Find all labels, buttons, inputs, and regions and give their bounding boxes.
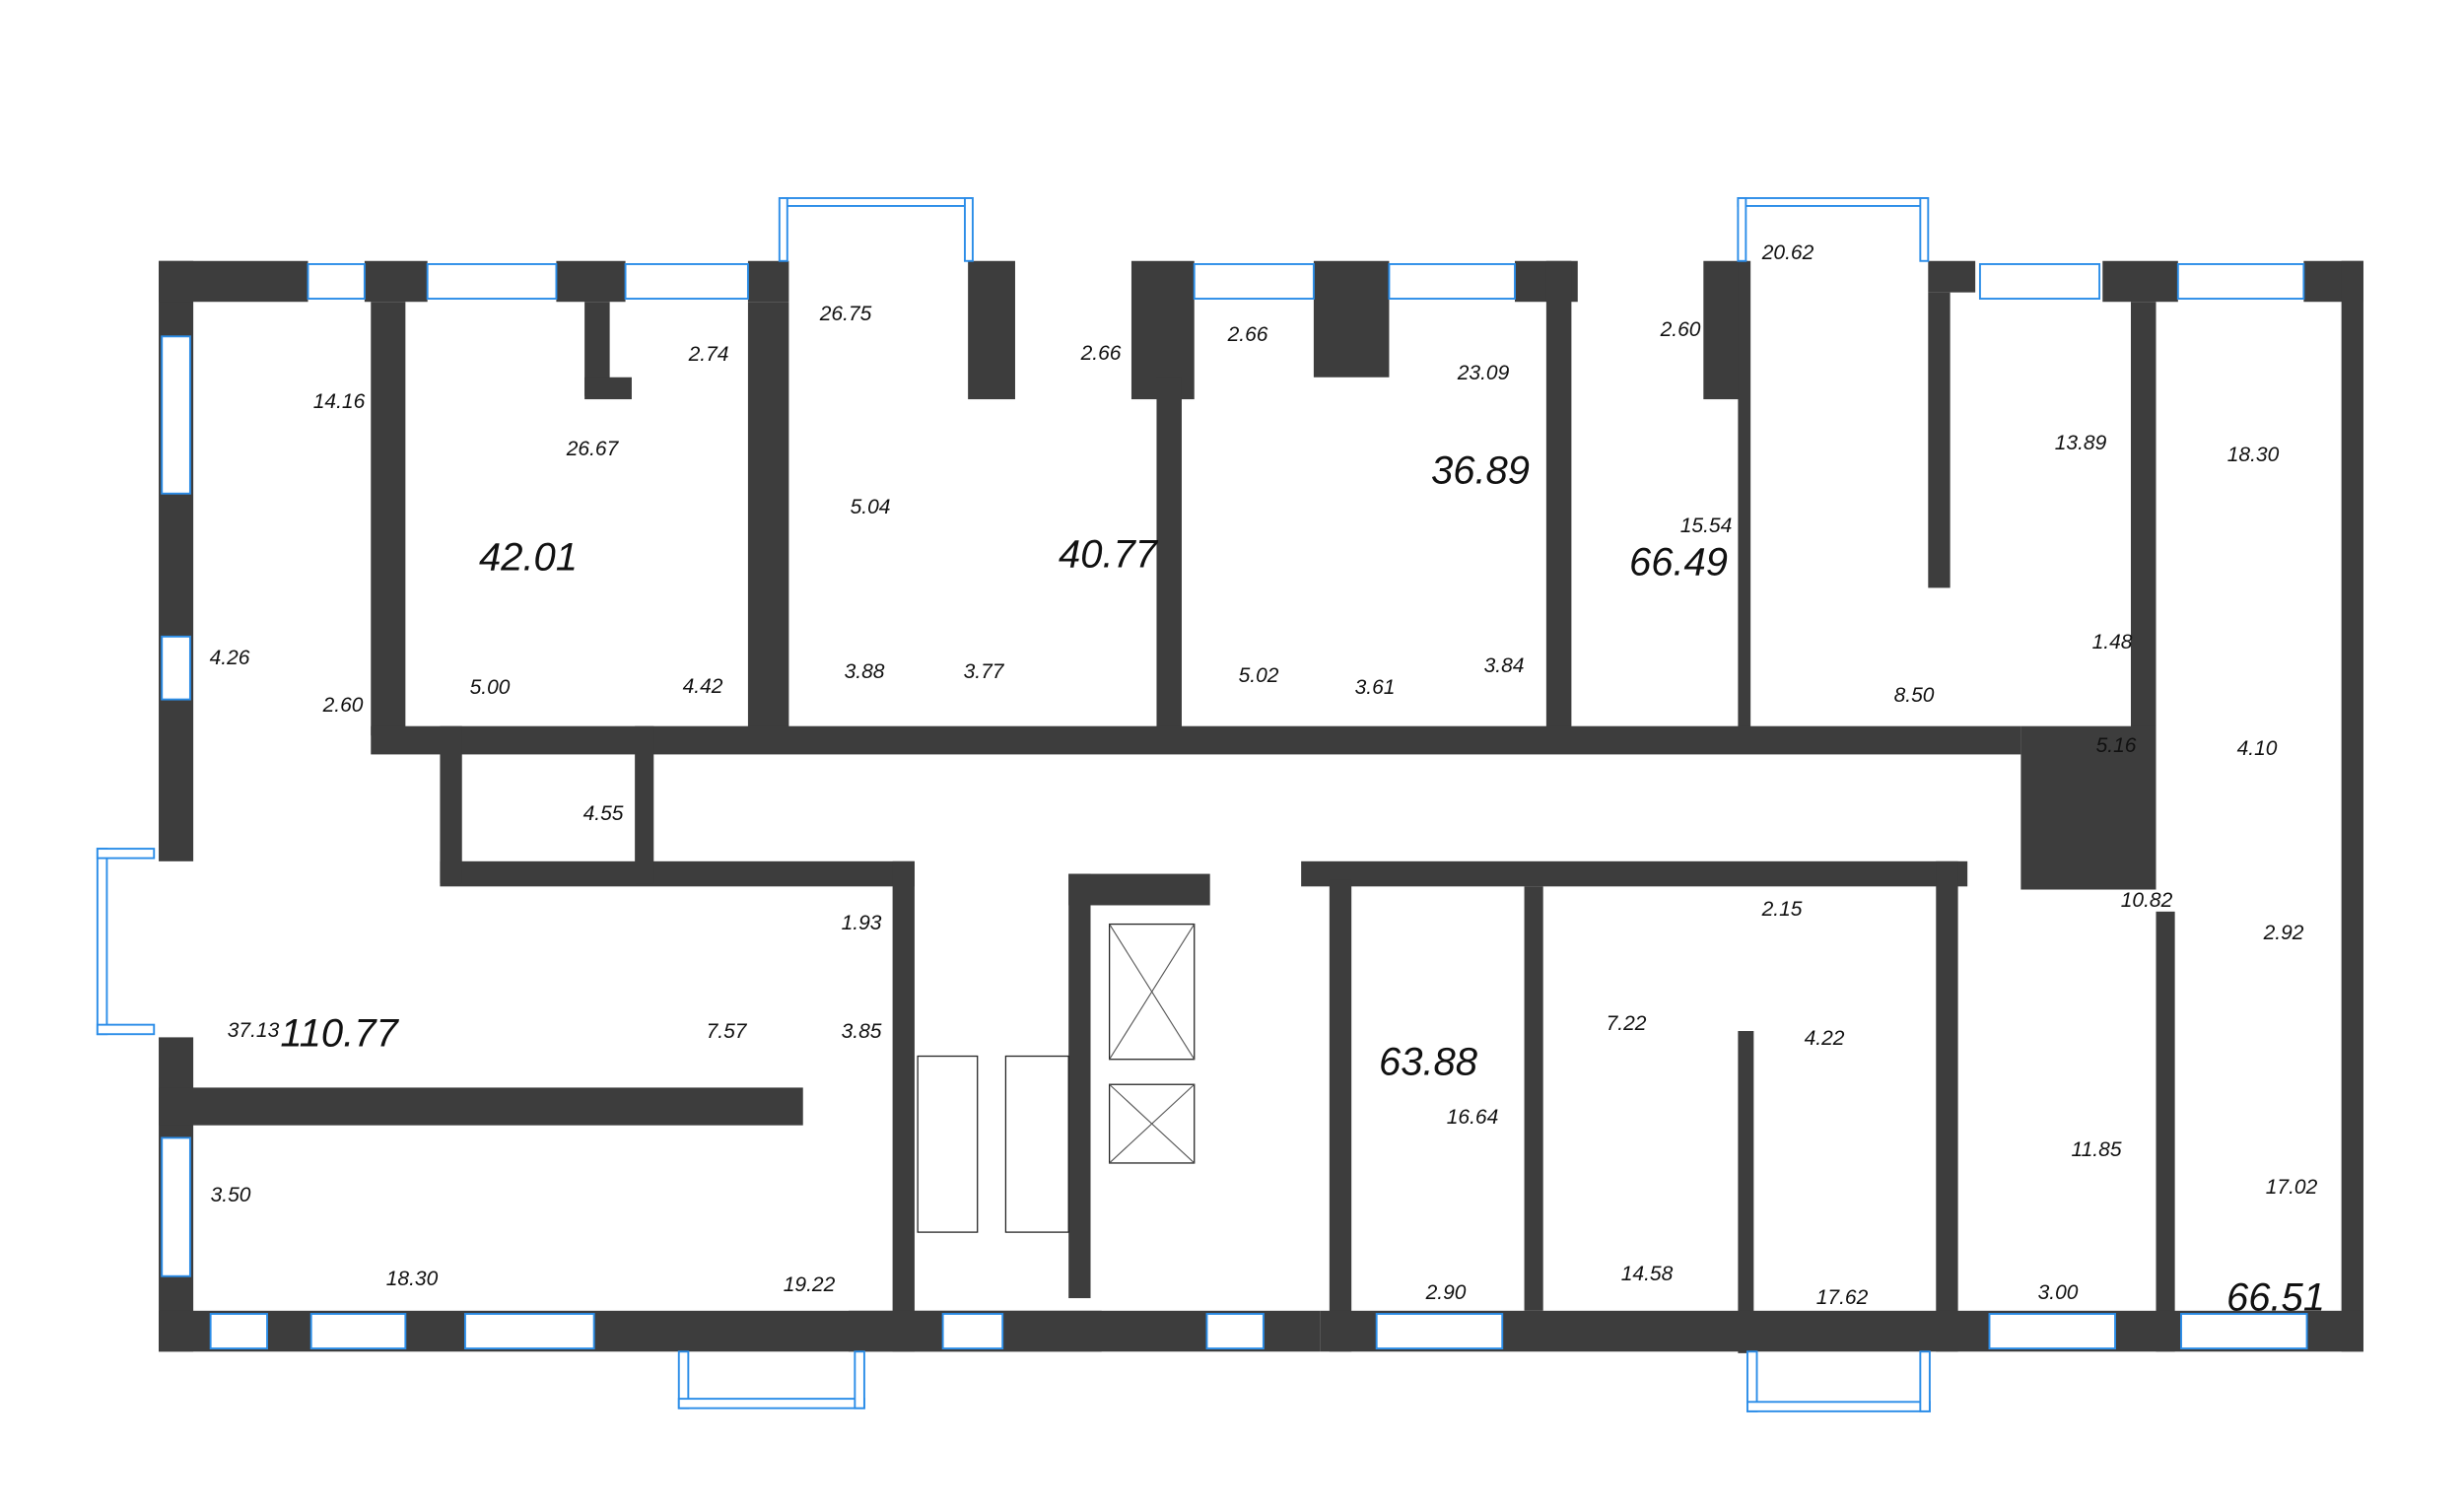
- room-area: 18.30: [385, 1268, 439, 1290]
- room-area: 4.26: [209, 647, 250, 669]
- room-area: 3.00: [2037, 1281, 2079, 1304]
- room-area: 1.48: [2091, 631, 2133, 653]
- room-area: 2.92: [2263, 922, 2304, 944]
- room-area: 5.02: [1238, 664, 1279, 687]
- room-area: 13.89: [2054, 432, 2107, 454]
- room-area: 23.09: [1457, 362, 1510, 384]
- stairwell: [917, 923, 1196, 1233]
- apartment-area-110-77: 110.77: [280, 1011, 398, 1056]
- room-area: 20.62: [1761, 241, 1814, 264]
- apartment-area-66-51: 66.51: [2225, 1275, 2326, 1320]
- room-area: 3.50: [210, 1184, 251, 1206]
- windows: [96, 197, 2308, 1412]
- apartment-area-40-77: 40.77: [1058, 532, 1158, 577]
- room-area: 14.16: [312, 390, 366, 413]
- room-area: 4.42: [682, 675, 723, 698]
- apartment-area-42-01: 42.01: [478, 535, 579, 580]
- room-area: 3.61: [1354, 676, 1396, 699]
- room-area: 1.93: [841, 912, 882, 934]
- room-area: 26.67: [566, 438, 619, 460]
- room-area: 5.00: [469, 676, 511, 699]
- room-area: 4.10: [2236, 737, 2278, 760]
- room-area: 5.16: [2095, 734, 2137, 757]
- room-area: 15.54: [1679, 515, 1733, 537]
- room-area: 3.85: [841, 1020, 882, 1043]
- room-area: 2.60: [1660, 318, 1701, 341]
- room-area: 37.13: [227, 1019, 280, 1042]
- apartment-area-36-89: 36.89: [1430, 448, 1531, 493]
- room-area: 4.22: [1804, 1027, 1845, 1050]
- room-area: 7.22: [1606, 1012, 1647, 1035]
- room-area: 7.57: [706, 1020, 747, 1043]
- room-area: 2.74: [688, 343, 729, 366]
- apartment-area-63-88: 63.88: [1378, 1040, 1478, 1084]
- room-area: 3.88: [844, 660, 885, 683]
- room-area: 5.04: [850, 496, 891, 518]
- room-area: 26.75: [819, 303, 872, 325]
- room-area: 11.85: [2071, 1138, 2122, 1161]
- room-area: 14.58: [1620, 1263, 1674, 1285]
- room-area: 18.30: [2226, 444, 2280, 466]
- apartment-area-66-49: 66.49: [1628, 540, 1729, 584]
- room-area: 16.64: [1446, 1106, 1499, 1129]
- room-area: 4.55: [582, 802, 624, 825]
- room-area: 3.84: [1483, 654, 1525, 677]
- room-area: 8.50: [1893, 684, 1935, 707]
- room-area: 2.60: [322, 694, 364, 717]
- room-area: 3.77: [963, 660, 1004, 683]
- room-area: 17.02: [2265, 1176, 2318, 1199]
- room-area: 10.82: [2120, 889, 2173, 912]
- room-area: 2.66: [1227, 323, 1268, 346]
- room-area: 2.15: [1761, 898, 1803, 921]
- walls: [159, 260, 2363, 1353]
- room-area: 2.90: [1425, 1281, 1467, 1304]
- room-area: 17.62: [1815, 1286, 1869, 1309]
- room-area: 19.22: [783, 1273, 836, 1296]
- room-area: 2.66: [1080, 342, 1122, 365]
